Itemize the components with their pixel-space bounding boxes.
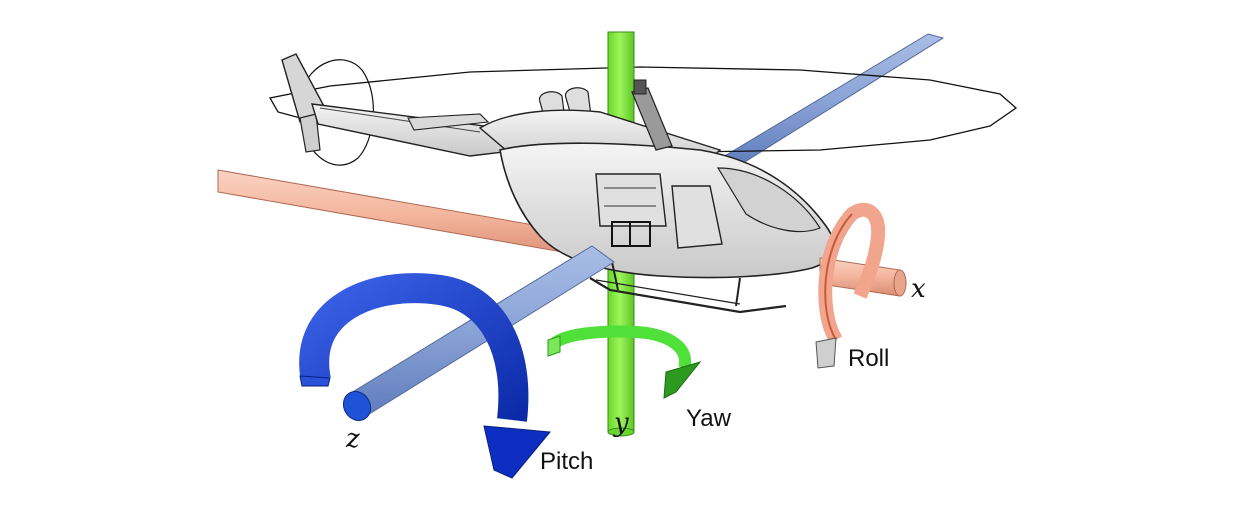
pitch-label: Pitch	[540, 448, 593, 475]
roll-label: Roll	[848, 345, 889, 372]
yaw-label: Yaw	[686, 405, 732, 432]
y-axis-label: y	[613, 408, 629, 438]
pitch-arrow	[299, 273, 551, 479]
z-axis-label: z	[345, 424, 360, 454]
yaw-arrow	[547, 325, 702, 399]
helicopter	[281, 53, 835, 314]
z-axis-far	[716, 33, 945, 169]
x-axis-label: x	[911, 274, 926, 304]
z-axis-near	[342, 245, 615, 421]
roll-arrow	[815, 202, 886, 369]
